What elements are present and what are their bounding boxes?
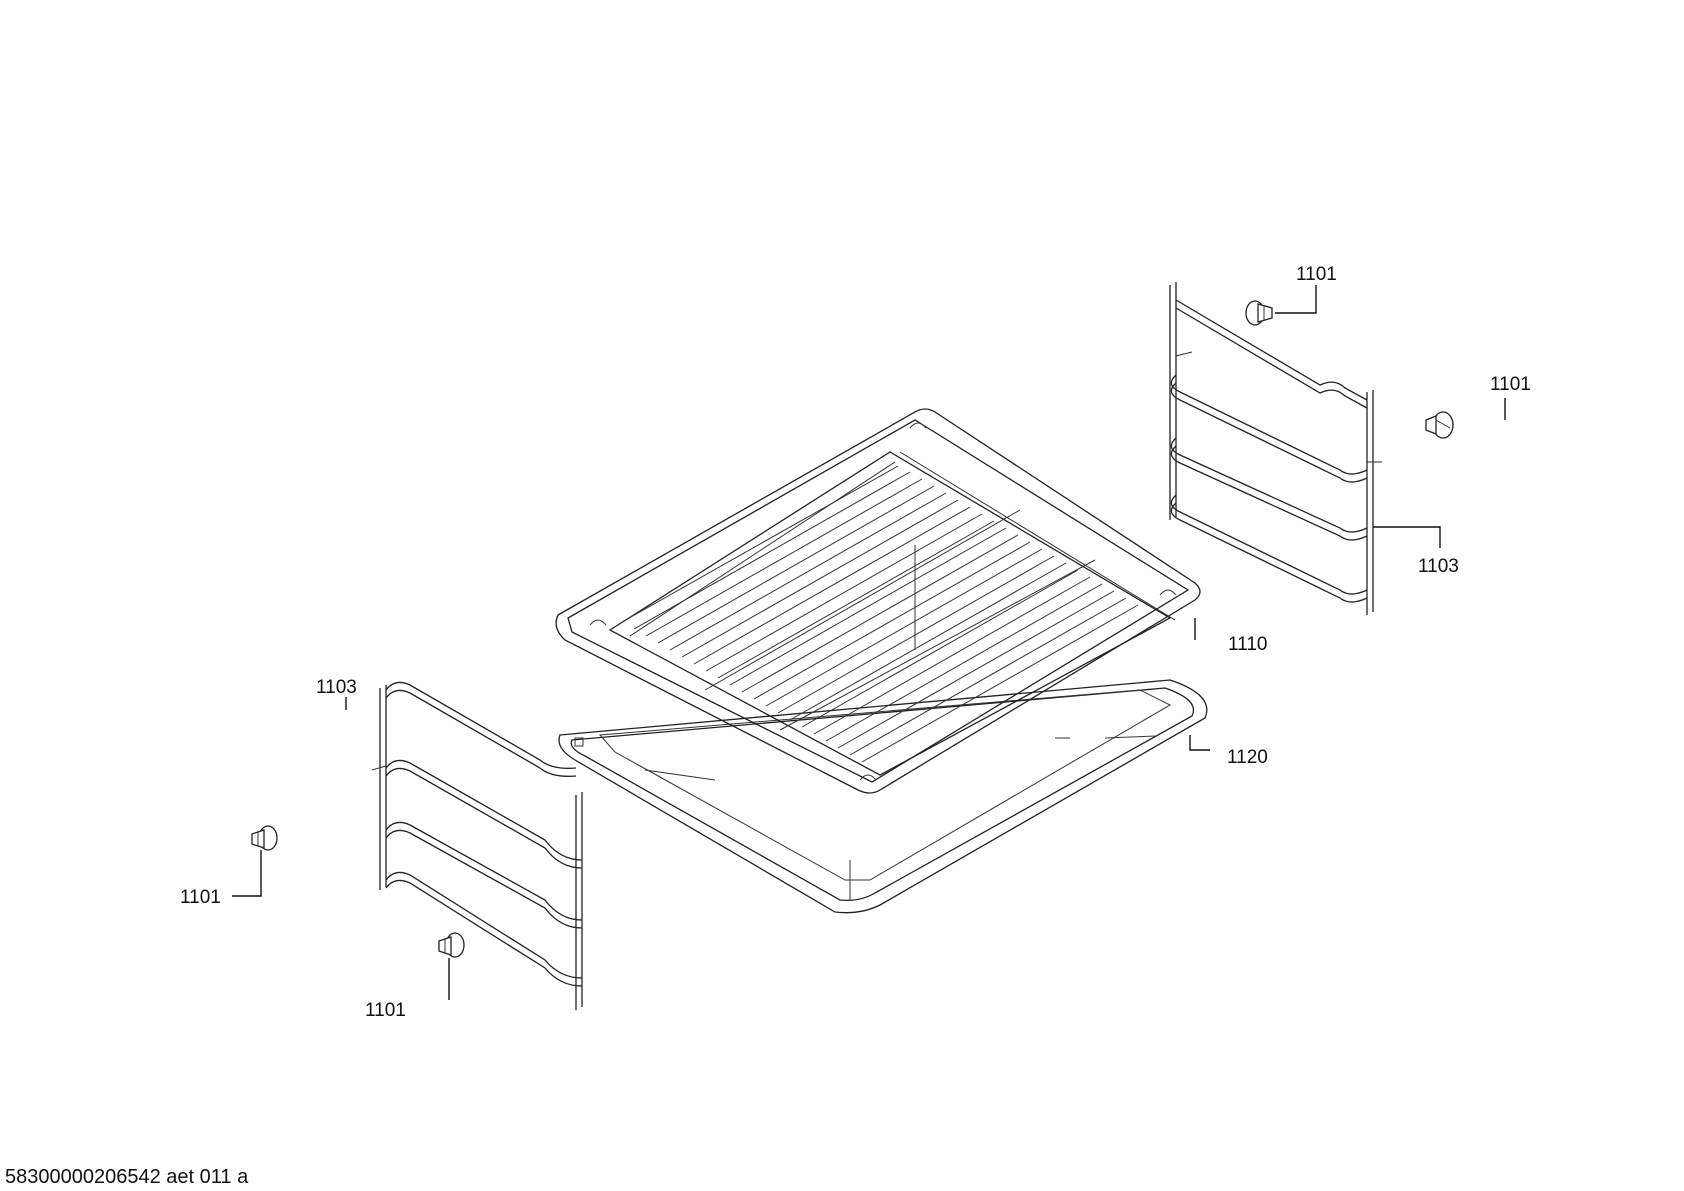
label-clip-top: 1101 — [1296, 264, 1337, 285]
clip-right — [1425, 411, 1454, 439]
baking-tray — [558, 679, 1208, 914]
label-clip-bottom: 1101 — [365, 1000, 406, 1021]
clip-top — [1245, 300, 1273, 326]
side-rail-left — [371, 681, 583, 1010]
document-code: 58300000206542 aet 011 a — [5, 1166, 249, 1188]
leader-lines — [232, 285, 1506, 1000]
label-rail-left: 1103 — [316, 677, 357, 698]
label-wire-rack: 1110 — [1228, 634, 1267, 655]
clip-bottom — [438, 932, 465, 958]
clip-left — [251, 825, 278, 851]
label-clip-left: 1101 — [180, 887, 221, 908]
label-baking-tray: 1120 — [1227, 747, 1268, 768]
label-rail-right: 1103 — [1418, 556, 1459, 577]
label-clip-right: 1101 — [1490, 374, 1531, 395]
side-rail-right — [1169, 282, 1382, 615]
wire-rack — [555, 408, 1201, 794]
